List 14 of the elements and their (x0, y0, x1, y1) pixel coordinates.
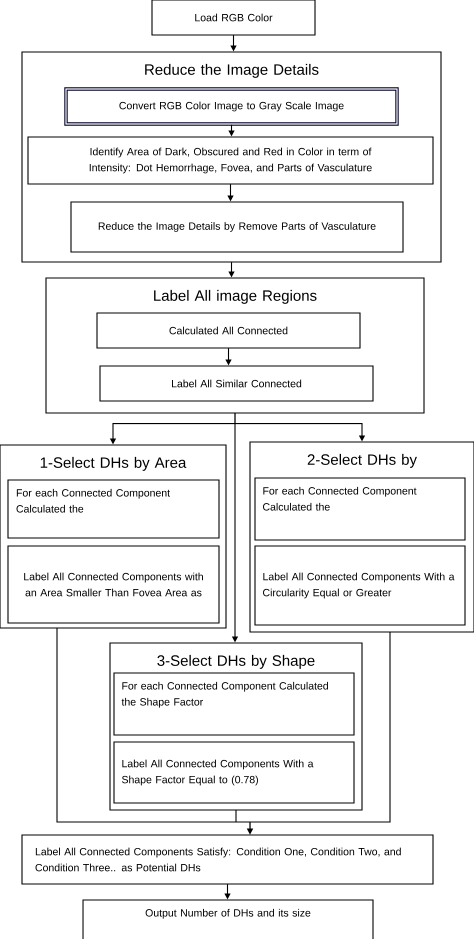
process-box: Identify Area of Dark, Obscured and Red in Color in term of Intensity: Dot Hemorrhage, Fovea, and Parts of Vasculature (27, 136, 434, 185)
process-box: For each Connected Component Calculated the (7, 479, 220, 539)
process-box: For each Connected Component Calculated the (254, 477, 466, 541)
process-box: Label All Connected Components With a Circularity Equal or Greater (254, 545, 466, 626)
process-box: Calculated All Connected (96, 312, 361, 349)
process-box: Output Number of DHs and its size (82, 899, 374, 939)
process-box: Convert RGB Color Image to Gray Scale Image (64, 87, 399, 126)
process-box: Reduce the Image Details by Remove Parts of Vasculature (70, 201, 404, 253)
process-box: Label All Similar Connected (99, 365, 374, 402)
process-box: For each Connected Component Calculated the Shape Factor (113, 672, 355, 736)
process-box: Label All Connected Components With a Shape Factor Equal to (0.78) (113, 741, 355, 804)
process-box: Load RGB Color (151, 0, 316, 36)
process-box: Label All Connected Components Satisfy: Condition One, Condition Two, and Condition Three.. as Potential DHs (21, 834, 434, 885)
process-box: Label All Connected Components with an Area Smaller Than Fovea Area as (7, 545, 220, 624)
